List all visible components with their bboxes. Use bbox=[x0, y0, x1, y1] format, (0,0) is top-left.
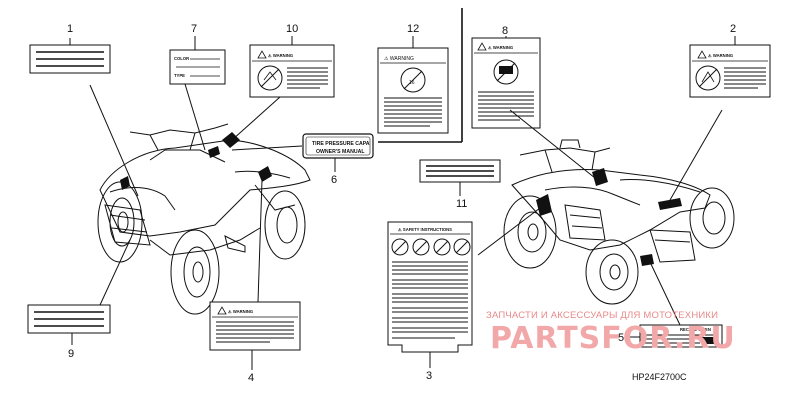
label6-line1: TIRE PRESSURE CAPA bbox=[312, 141, 370, 147]
label-1 bbox=[29, 44, 111, 74]
callout-7: 7 bbox=[191, 23, 197, 35]
atv-right-illustration bbox=[503, 139, 735, 305]
label8-header: ⚠ WARNING bbox=[488, 45, 513, 50]
label12-header: ⚠ WARNING bbox=[384, 56, 414, 62]
callout-2: 2 bbox=[730, 23, 736, 35]
label-5: RECALL WHEN bbox=[639, 324, 723, 348]
label-2: ⚠ WARNING bbox=[689, 44, 771, 98]
label-10: ⚠ WARNING bbox=[249, 44, 335, 98]
section-divider bbox=[378, 8, 463, 143]
label7-type-text: TYPE bbox=[174, 73, 185, 78]
label2-header: ⚠ WARNING bbox=[708, 53, 733, 58]
label6-line2: OWNER'S MANUAL bbox=[316, 149, 365, 155]
callout-8: 8 bbox=[502, 25, 508, 37]
label10-header: ⚠ WARNING bbox=[268, 53, 293, 58]
label-4: ⚠ WARNING bbox=[209, 301, 301, 351]
leader-lines bbox=[69, 36, 736, 370]
label-12: ⚠ WARNING 16 bbox=[377, 47, 449, 134]
atv-left-illustration bbox=[97, 123, 311, 315]
callout-3: 3 bbox=[426, 370, 432, 382]
label-6: TIRE PRESSURE CAPA OWNER'S MANUAL bbox=[302, 133, 374, 159]
label-9 bbox=[27, 304, 111, 334]
label-11 bbox=[419, 159, 501, 183]
callout-12: 12 bbox=[407, 23, 419, 35]
callout-4: 4 bbox=[248, 372, 254, 384]
watermark: ЗАПЧАСТИ И АКСЕССУАРЫ ДЛЯ МОТОТЕХНИКИ PA… bbox=[486, 310, 736, 356]
atv-left-label-patches bbox=[120, 132, 272, 190]
label3-header: ⚠ SAFETY INSTRUCTIONS bbox=[398, 227, 452, 232]
label7-color-text: COLOR bbox=[174, 56, 189, 61]
atv-right-label-patches bbox=[536, 168, 682, 266]
label5-text: RECALL WHEN bbox=[680, 327, 711, 332]
diagram-code: HP24F2700C bbox=[632, 372, 687, 382]
callout-11: 11 bbox=[456, 198, 467, 210]
callout-5: 5 bbox=[618, 332, 624, 344]
watermark-text: ЗАПЧАСТИ И АКСЕССУАРЫ ДЛЯ МОТОТЕХНИКИ bbox=[486, 310, 718, 321]
label4-header: ⚠ WARNING bbox=[228, 309, 253, 314]
callout-numbers: 1 2 3 4 5 6 7 8 9 10 11 12 bbox=[67, 23, 736, 384]
callout-1: 1 bbox=[67, 23, 73, 35]
label-8: ⚠ WARNING bbox=[471, 37, 541, 129]
label-7: COLOR TYPE bbox=[169, 49, 226, 85]
label-3: ⚠ SAFETY INSTRUCTIONS bbox=[387, 221, 473, 353]
callout-10: 10 bbox=[286, 23, 298, 35]
svg-text:16: 16 bbox=[409, 80, 415, 86]
watermark-logo: PARTSFOR.RU bbox=[490, 321, 736, 356]
callout-6: 6 bbox=[331, 174, 337, 186]
callout-9: 9 bbox=[68, 348, 74, 360]
